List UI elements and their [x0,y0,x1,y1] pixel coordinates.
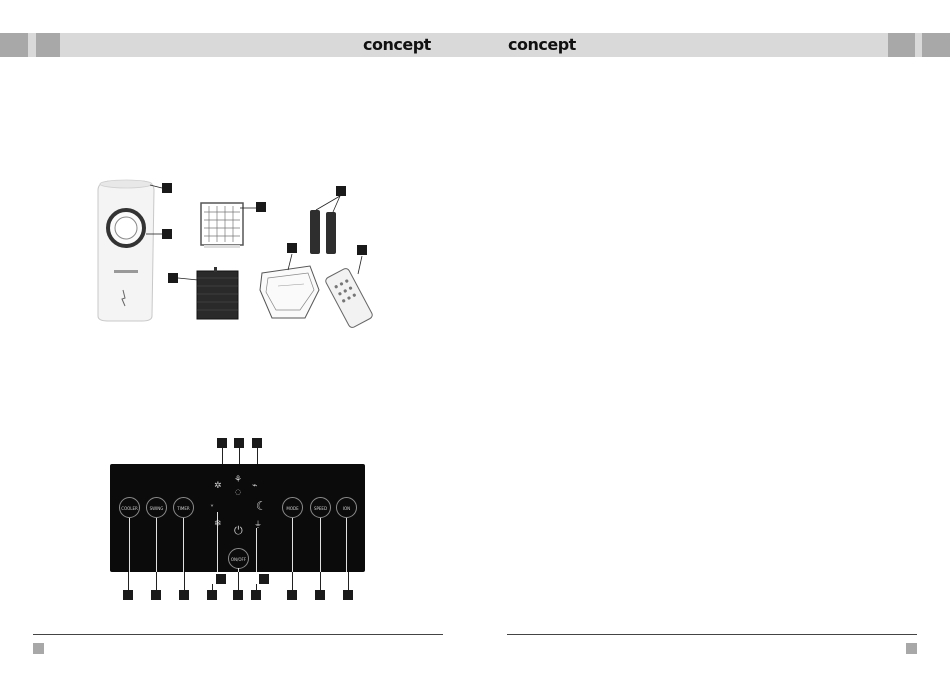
water-tank-image [260,266,319,318]
marker [207,590,217,600]
indicator-dot-icon: ◌ [235,488,241,497]
cooler-button[interactable]: COOLER [119,497,140,518]
leader-line [217,512,218,572]
marker [287,590,297,600]
leader-line [320,572,321,590]
marker [259,574,269,584]
ice-packs-image [310,210,336,254]
leader-line [184,572,185,590]
dark-filter-image [197,267,238,319]
footer-square-right [906,643,917,654]
sleep-wind-icon: ⌁ [252,482,257,491]
header-left-tab [36,33,60,57]
power-button[interactable]: ON/OFF [228,548,249,569]
arrow-left-icon: ˅ [210,504,214,513]
leader-line [292,518,293,572]
power-icon: ⏻ [234,526,243,535]
leader-line [346,518,347,572]
swing-button[interactable]: SWING [146,497,167,518]
footer-rule-right [507,634,917,635]
marker [151,590,161,600]
timer-button[interactable]: TIMER [173,497,194,518]
marker [315,590,325,600]
header-right-tab [888,33,915,57]
leader-line [183,518,184,572]
leader-line [156,518,157,572]
remote-control-image [324,267,373,328]
header-left-block [0,33,28,57]
leader-line [348,572,349,590]
marker [216,574,226,584]
marker [252,438,262,448]
marker [179,590,189,600]
moon-icon: ☾ [256,502,267,511]
marker [343,590,353,600]
leader-line [256,528,257,572]
marker [233,590,243,600]
marker [168,273,178,283]
ion-button[interactable]: ION [336,497,357,518]
natural-wind-icon: ⚘ [234,476,242,485]
marker [234,438,244,448]
leader-line [238,572,239,590]
marker [162,229,172,239]
brand-logo-left: concept [363,33,431,57]
footer-square-left [33,643,44,654]
footer-rule-left [33,634,443,635]
marker [256,202,266,212]
control-panel: COOLER SWING TIMER MODE SPEED ION ON/OFF… [110,464,365,572]
leader-line [128,572,129,590]
marker [123,590,133,600]
marker [251,590,261,600]
product-parts-illustration [90,178,380,328]
marker [162,183,172,193]
marker [217,438,227,448]
mode-button[interactable]: MODE [282,497,303,518]
header-right-block [922,33,950,57]
speed-button[interactable]: SPEED [310,497,331,518]
fan-icon: ✲ [214,482,222,491]
leader-line [129,518,130,572]
leader-line [156,572,157,590]
header-bar [0,33,950,57]
tower-cooler-image [98,180,154,321]
leader-line [320,518,321,572]
marker [287,243,297,253]
marker [357,245,367,255]
brand-logo-right: concept [508,33,576,57]
filter-grid-image [201,203,243,248]
marker [336,186,346,196]
leader-line [292,572,293,590]
